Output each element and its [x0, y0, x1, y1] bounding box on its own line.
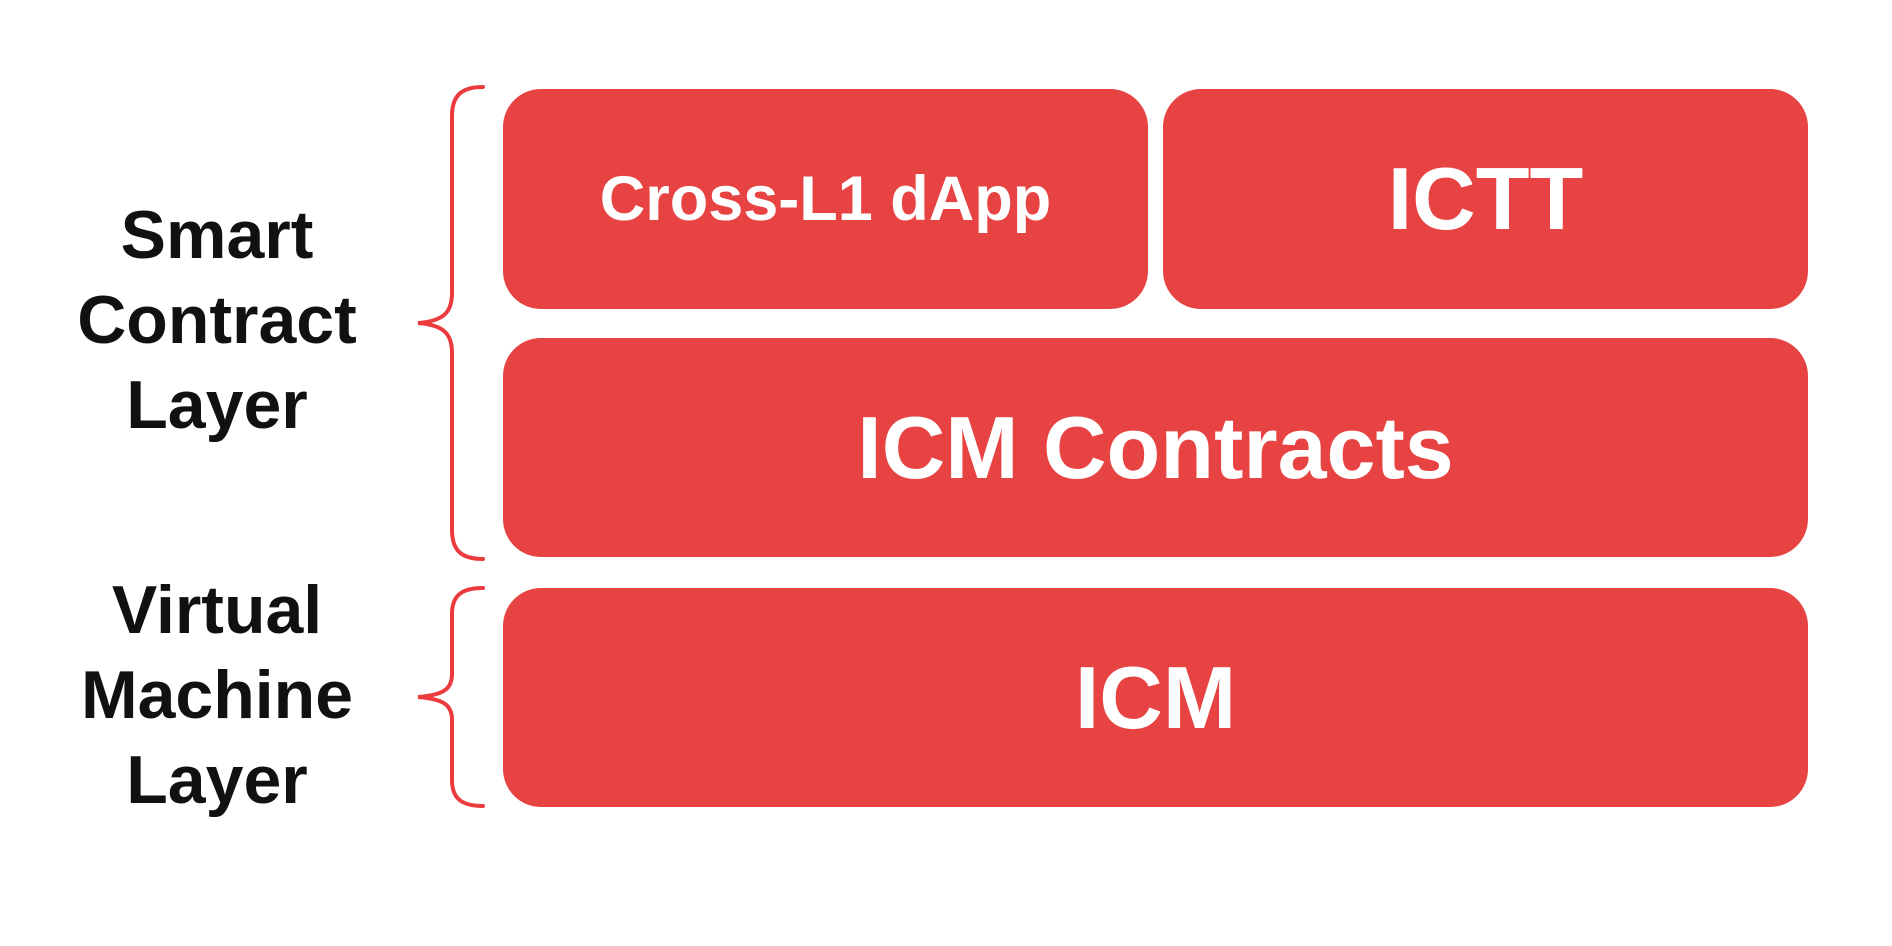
box-label: Cross-L1 dApp [599, 164, 1052, 234]
brace-virtual-machine-layer [417, 586, 485, 808]
layer-label-line: Smart [120, 197, 314, 273]
box-label: ICTT [1387, 149, 1584, 248]
layer-label-line: Machine [80, 657, 354, 733]
box-label: ICM Contracts [857, 397, 1454, 497]
box-icm-contracts: ICM Contracts [503, 338, 1808, 557]
brace-smart-contract-layer [417, 85, 485, 561]
layer-label-line: Layer [126, 367, 308, 443]
box-label: ICM [1074, 647, 1237, 747]
brace-path [417, 586, 485, 808]
box-cross-l1-dapp: Cross-L1 dApp [503, 89, 1148, 309]
box-ictt: ICTT [1163, 89, 1808, 309]
box-icm: ICM [503, 588, 1808, 807]
layer-label-virtual-machine: Virtual Machine Layer [17, 568, 417, 823]
layer-label-line: Layer [126, 742, 308, 818]
layer-label-smart-contract: Smart Contract Layer [17, 193, 417, 448]
layer-label-line: Contract [77, 282, 357, 358]
layer-label-line: Virtual [111, 572, 323, 648]
brace-path [417, 85, 485, 561]
